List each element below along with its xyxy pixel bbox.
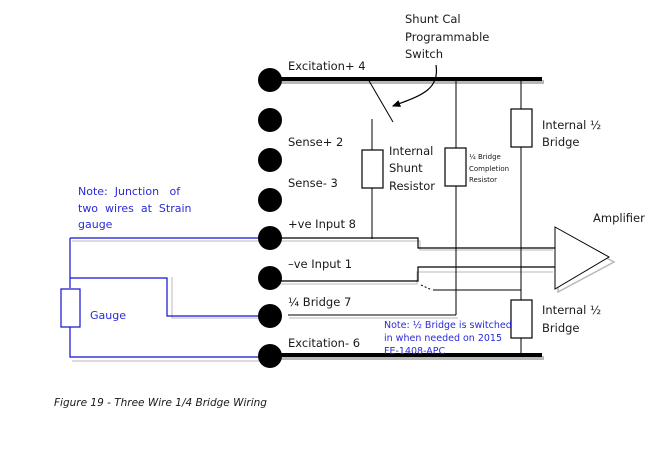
amplifier-triangle (554, 226, 611, 290)
shunt-label-line3: Resistor (389, 179, 435, 193)
terminal-sense-plus (258, 148, 282, 172)
switch-label-line1: Shunt Cal (405, 12, 461, 26)
half-bridge-switch (420, 284, 433, 291)
switch-label-line3: Switch (405, 47, 443, 61)
half-bridge-resistor-top (510, 108, 533, 148)
junction-note-line3: gauge (78, 218, 113, 231)
shunt-switch-blade (367, 78, 394, 123)
completion-resistor (444, 147, 467, 187)
terminal-negative-input (258, 266, 282, 290)
gauge-resistor (60, 288, 81, 328)
negative-input-wire (272, 266, 555, 282)
terminal-sense-minus (258, 188, 282, 212)
half-bridge-top-label-line1: Internal ½ (542, 118, 601, 132)
terminal-blank (258, 108, 282, 132)
terminal-positive-input (258, 226, 282, 250)
label-excitation-plus: Excitation+ 4 (288, 59, 366, 73)
junction-note-line2: two wires at Strain (78, 202, 192, 215)
half-bridge-bottom-label-line2: Bridge (542, 321, 580, 335)
gauge-label: Gauge (90, 309, 126, 322)
figure-caption: Figure 19 - Three Wire 1/4 Bridge Wiring (54, 397, 267, 409)
switch-label-line2: Programmable (405, 30, 489, 44)
label-excitation-minus: Excitation- 6 (288, 336, 360, 350)
half-bridge-resistor-bottom (510, 299, 533, 339)
wire-shadows (72, 80, 553, 362)
gauge-wiring (69, 237, 262, 358)
terminals (258, 68, 282, 368)
shunt-label-line2: Shunt (389, 161, 423, 175)
half-bridge-bottom-label-line1: Internal ½ (542, 303, 601, 317)
half-bridge-note-line2: in when needed on 2015 (384, 333, 502, 344)
switch-callout-arrow (391, 64, 438, 107)
shunt-resistor (361, 149, 384, 189)
half-bridge-top-label-line2: Bridge (542, 135, 580, 149)
positive-input-wire (272, 237, 555, 249)
half-bridge-note-line1: Note: ½ Bridge is switched (384, 320, 512, 331)
amplifier-label: Amplifier (593, 211, 645, 225)
half-bridge-note-line3: FE-1408-APC (384, 346, 446, 357)
completion-label-line3: Resistor (469, 176, 497, 184)
completion-label-line2: Completion (469, 165, 509, 173)
terminal-excitation-plus (258, 68, 282, 92)
label-negative-input: –ve Input 1 (288, 257, 352, 271)
terminal-quarter-bridge (258, 304, 282, 328)
label-positive-input: +ve Input 8 (288, 217, 356, 231)
label-sense-minus: Sense- 3 (288, 176, 338, 190)
label-quarter-bridge: ¼ Bridge 7 (288, 295, 351, 309)
junction-note-line1: Note: Junction of (78, 185, 181, 198)
terminal-excitation-minus (258, 344, 282, 368)
completion-label-line1: ¼ Bridge (469, 153, 501, 161)
label-sense-plus: Sense+ 2 (288, 135, 343, 149)
shunt-label-line1: Internal (389, 144, 433, 158)
